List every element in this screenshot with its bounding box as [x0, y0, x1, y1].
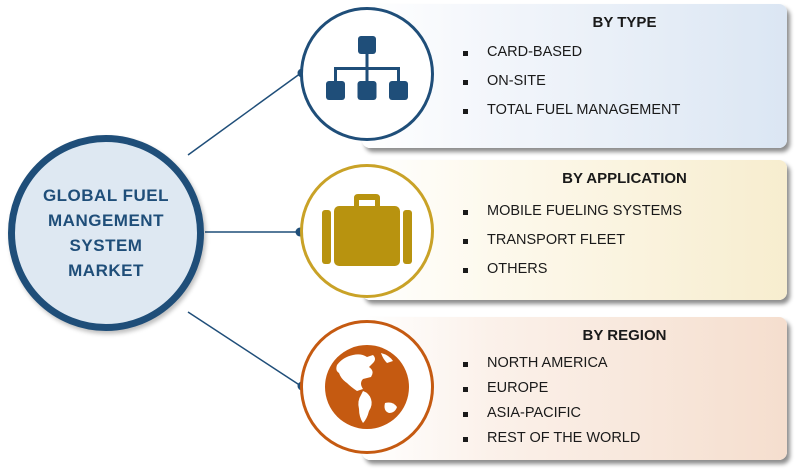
segment-title: BY TYPE — [592, 14, 657, 31]
list-item: NORTH AMERICA — [461, 355, 640, 380]
list-item: REST OF THE WORLD — [461, 430, 640, 455]
list-item: OTHERS — [461, 261, 682, 290]
application-icon-circle — [300, 164, 434, 298]
market-center-circle: GLOBAL FUEL MANGEMENT SYSTEM MARKET — [8, 135, 204, 331]
segment-title: BY REGION — [582, 327, 667, 344]
market-title: GLOBAL FUEL MANGEMENT SYSTEM MARKET — [42, 186, 170, 280]
briefcase-icon — [322, 194, 412, 266]
list-item: ASIA-PACIFIC — [461, 405, 640, 430]
hierarchy-icon — [326, 36, 408, 100]
list-item: EUROPE — [461, 380, 640, 405]
type-icon-circle — [300, 7, 434, 141]
list-item: TOTAL FUEL MANAGEMENT — [461, 102, 680, 131]
list-item: MOBILE FUELING SYSTEMS — [461, 203, 682, 232]
segment-list: NORTH AMERICA EUROPE ASIA-PACIFIC REST O… — [461, 355, 640, 455]
list-item: CARD-BASED — [461, 44, 680, 73]
list-item: TRANSPORT FLEET — [461, 232, 682, 261]
segment-list: MOBILE FUELING SYSTEMS TRANSPORT FLEET O… — [461, 203, 682, 290]
segment-list: CARD-BASED ON-SITE TOTAL FUEL MANAGEMENT — [461, 44, 680, 131]
region-icon-circle — [300, 320, 434, 454]
segment-title: BY APPLICATION — [562, 170, 687, 187]
list-item: ON-SITE — [461, 73, 680, 102]
globe-icon — [325, 345, 409, 429]
